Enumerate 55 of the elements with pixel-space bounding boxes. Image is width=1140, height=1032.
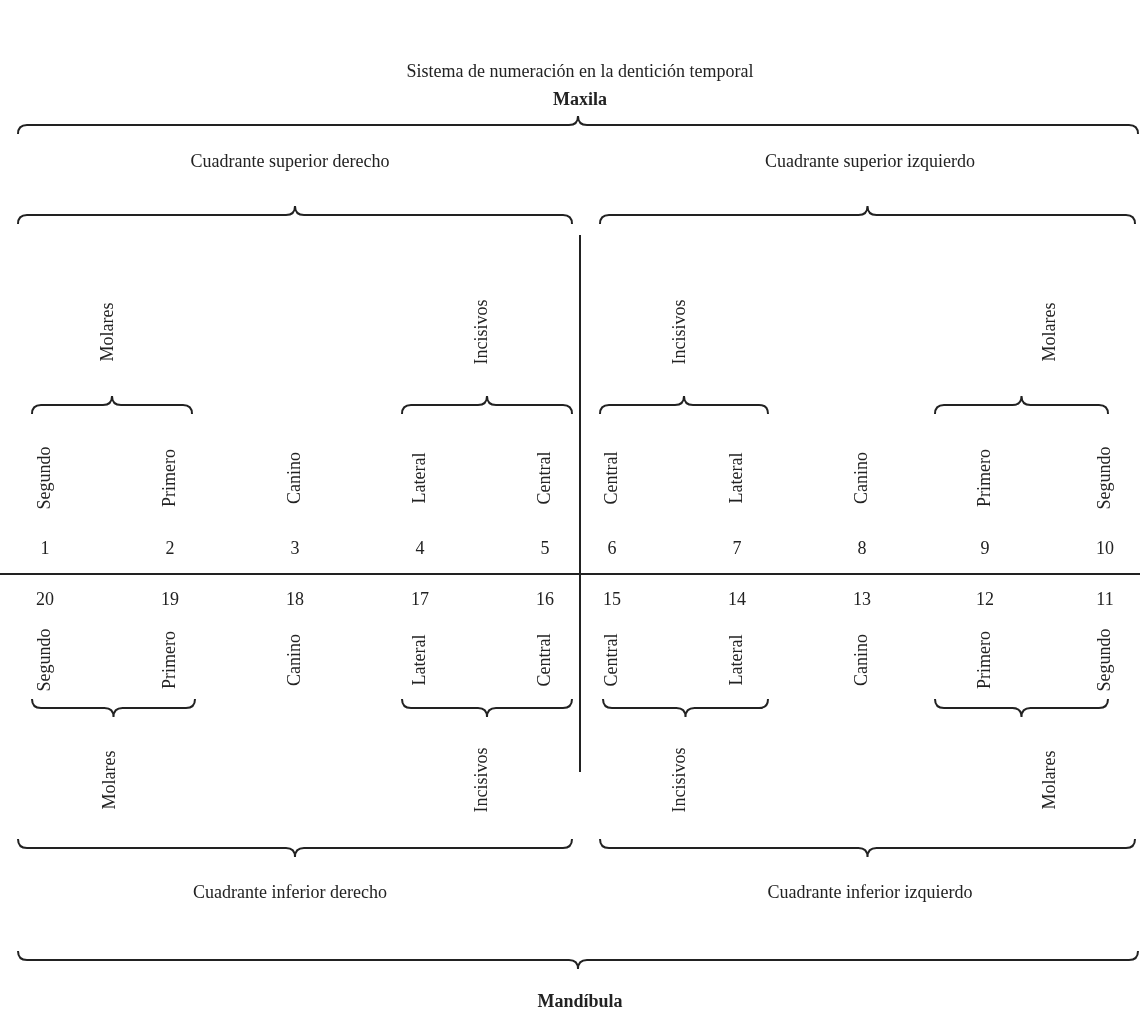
tooth-name: Central — [535, 451, 555, 505]
tooth-number: 5 — [540, 539, 550, 559]
tooth-number: 14 — [728, 590, 746, 610]
tooth-number: 9 — [980, 539, 990, 559]
tooth-number: 13 — [853, 590, 871, 610]
tooth-number: 20 — [36, 590, 54, 610]
tooth-number: 15 — [603, 590, 621, 610]
tooth-number: 18 — [286, 590, 304, 610]
tooth-number: 10 — [1096, 539, 1114, 559]
tooth-name: Segundo — [1095, 446, 1115, 510]
tooth-name: Primero — [160, 631, 180, 689]
jaw-label: Mandíbula — [537, 992, 623, 1012]
tooth-name: Segundo — [35, 446, 55, 510]
tooth-name: Segundo — [1095, 628, 1115, 692]
tooth-name: Central — [602, 633, 622, 687]
tooth-number: 7 — [732, 539, 742, 559]
tooth-name: Primero — [975, 449, 995, 507]
tooth-group-label: Incisivos — [670, 299, 690, 365]
tooth-number: 3 — [290, 539, 300, 559]
tooth-number: 12 — [976, 590, 994, 610]
tooth-number: 17 — [411, 590, 429, 610]
quadrant-label: Cuadrante superior izquierdo — [765, 152, 975, 172]
tooth-name: Lateral — [410, 452, 430, 504]
tooth-number: 11 — [1096, 590, 1114, 610]
tooth-number: 2 — [165, 539, 175, 559]
jaw-label: Maxila — [553, 90, 607, 110]
tooth-name: Primero — [160, 449, 180, 507]
tooth-name: Lateral — [410, 634, 430, 686]
tooth-name: Lateral — [727, 452, 747, 504]
tooth-group-label: Molares — [1040, 302, 1060, 362]
tooth-group-label: Molares — [100, 750, 120, 810]
quadrant-label: Cuadrante inferior izquierdo — [767, 883, 973, 903]
tooth-name: Segundo — [35, 628, 55, 692]
tooth-group-label: Incisivos — [472, 747, 492, 813]
tooth-name: Central — [602, 451, 622, 505]
tooth-number: 4 — [415, 539, 425, 559]
quadrant-label: Cuadrante inferior derecho — [193, 883, 387, 903]
tooth-number: 16 — [536, 590, 554, 610]
tooth-group-label: Incisivos — [472, 299, 492, 365]
tooth-name: Canino — [852, 634, 872, 686]
tooth-number: 6 — [607, 539, 617, 559]
tooth-number: 19 — [161, 590, 179, 610]
tooth-number: 1 — [40, 539, 50, 559]
diagram-title: Sistema de numeración en la dentición temporal — [406, 62, 754, 82]
tooth-name: Canino — [285, 452, 305, 504]
tooth-name: Central — [535, 633, 555, 687]
quadrant-label: Cuadrante superior derecho — [190, 152, 390, 172]
tooth-name: Canino — [852, 452, 872, 504]
tooth-number: 8 — [857, 539, 867, 559]
tooth-group-label: Molares — [1040, 750, 1060, 810]
tooth-group-label: Molares — [98, 302, 118, 362]
tooth-name: Primero — [975, 631, 995, 689]
tooth-name: Canino — [285, 634, 305, 686]
tooth-group-label: Incisivos — [670, 747, 690, 813]
tooth-name: Lateral — [727, 634, 747, 686]
